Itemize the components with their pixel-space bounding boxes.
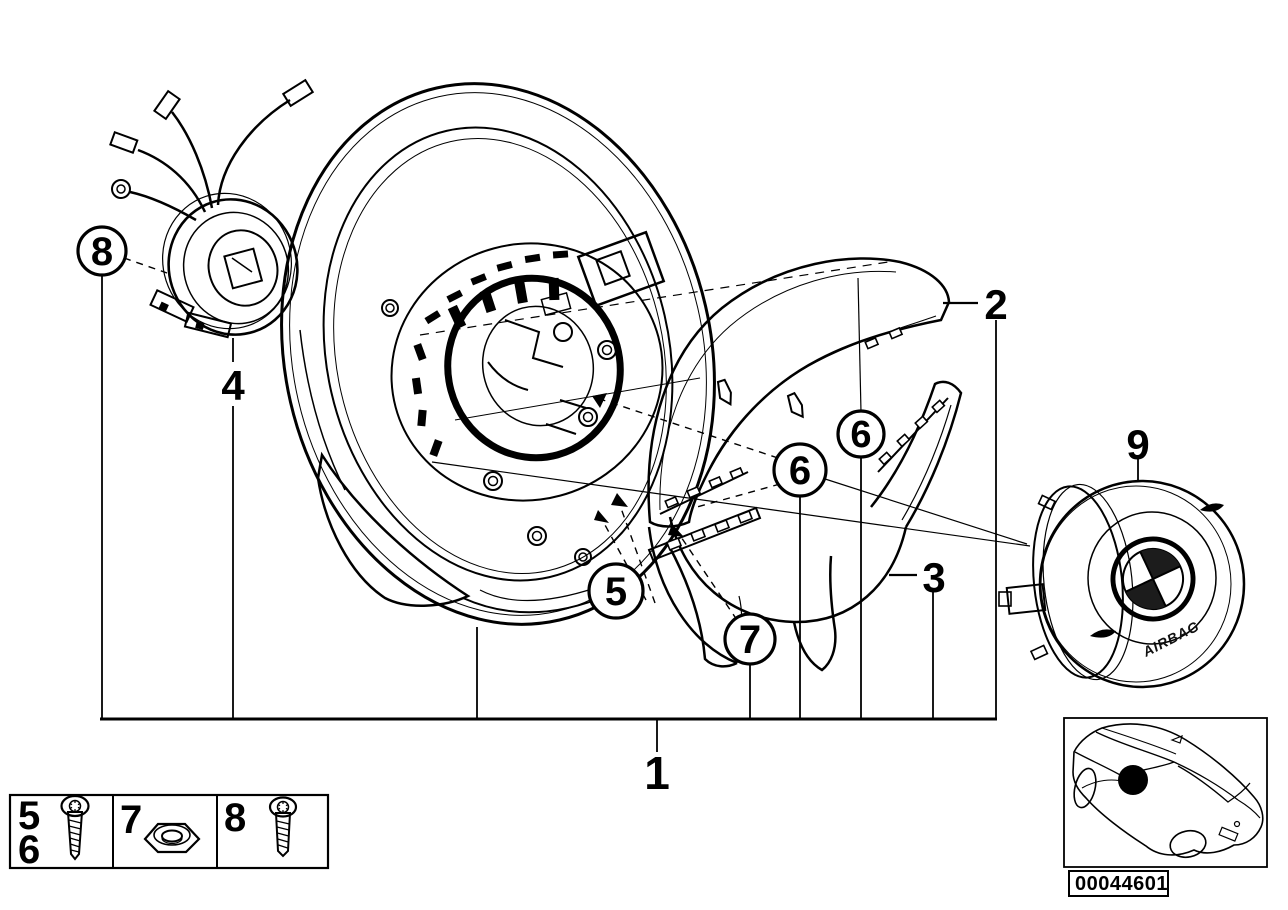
wire-connectors (109, 78, 315, 199)
callout-8[interactable]: 8 (76, 225, 128, 277)
torx-screw-icon (60, 794, 90, 861)
hex-nut-icon (143, 822, 201, 854)
pad-seam-mark (1200, 503, 1224, 512)
callout-6-lower-label[interactable]: 6 (789, 449, 811, 493)
image-number-stamp: 00044601 (1068, 870, 1169, 897)
bmw-roundel-icon (1110, 536, 1196, 622)
callout-6-lower[interactable]: 6 (772, 442, 828, 498)
legend-label-8: 8 (224, 796, 246, 840)
upper-cover-illustration (647, 257, 951, 528)
legend-label-5: 5 (18, 794, 40, 838)
torx-screw-icon (268, 796, 298, 858)
callouts: 8 5 7 6 6 4 2 3 9 1 (76, 225, 1150, 799)
callout-lines (100, 257, 1139, 752)
car-silhouette-icon (1072, 723, 1264, 859)
callout-8-label[interactable]: 8 (91, 230, 113, 274)
callout-4-label[interactable]: 4 (221, 362, 245, 409)
location-dot-icon (1118, 765, 1148, 795)
callout-6-upper-label[interactable]: 6 (850, 414, 871, 456)
callout-1-label[interactable]: 1 (644, 747, 670, 799)
callout-7-label[interactable]: 7 (739, 618, 761, 662)
pad-seam-mark (1090, 629, 1116, 638)
callout-3-label[interactable]: 3 (922, 554, 945, 601)
horn-contact-ring (444, 274, 624, 462)
callout-5[interactable]: 5 (587, 562, 645, 620)
airbag-brand-text: AIRBAG (1139, 618, 1202, 661)
assembly-axis-lines (419, 261, 1031, 547)
clock-spring-illustration (109, 78, 315, 339)
legend-label-7: 7 (120, 798, 142, 842)
callout-2-label[interactable]: 2 (984, 281, 1007, 328)
legend-table: 5 6 7 8 (8, 793, 330, 872)
airbag-module-illustration: AIRBAG (998, 479, 1246, 689)
callout-6-upper[interactable]: 6 (836, 409, 886, 459)
hub-mechanism-contacts (411, 250, 569, 457)
callout-7[interactable]: 7 (723, 612, 777, 666)
cover-clips (664, 326, 904, 509)
callout-5-label[interactable]: 5 (605, 570, 627, 614)
lower-cover-illustration (647, 380, 963, 672)
callout-9-label[interactable]: 9 (1126, 421, 1149, 468)
image-number-text: 00044601 (1075, 873, 1168, 895)
steering-wheel-illustration (280, 82, 716, 626)
hub-screw-holes (381, 299, 617, 566)
legend-label-6: 6 (18, 828, 40, 872)
airbag-connector (1005, 583, 1047, 615)
car-inset: 00044601 (1063, 717, 1268, 897)
